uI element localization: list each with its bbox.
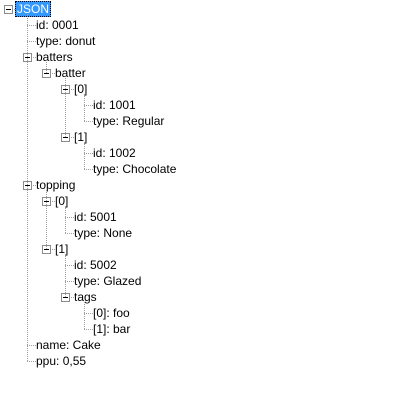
tree-node-1[interactable]: [1] (74, 130, 88, 144)
tree-node-id-5002[interactable]: id: 5002 (74, 258, 117, 272)
tree-connector-line (84, 169, 93, 170)
tree-connector-line (65, 233, 74, 234)
tree-connector-line (84, 142, 85, 169)
tree-node-type-donut[interactable]: type: donut (36, 34, 96, 48)
tree-connector-line (84, 121, 93, 122)
tree-connector-line (46, 190, 47, 249)
tree-connector-line (84, 105, 93, 106)
tree-connector-line (65, 254, 66, 297)
tree-connector-line (65, 78, 66, 137)
tree-node-topping[interactable]: topping (36, 178, 76, 192)
tree-connector-line (84, 94, 85, 121)
tree-node-id-1002[interactable]: id: 1002 (93, 146, 136, 160)
tree-connector-line (27, 345, 36, 346)
tree-node-tags[interactable]: tags (74, 290, 97, 304)
tree-connector-line (65, 265, 74, 266)
tree-node-1-bar[interactable]: [1]: bar (93, 322, 131, 336)
tree-node-id-0001[interactable]: id: 0001 (36, 18, 79, 32)
tree-connector-line (84, 313, 93, 314)
tree-node-0[interactable]: [0] (55, 194, 69, 208)
tree-connector-line (65, 206, 66, 233)
tree-node-type-regular[interactable]: type: Regular (93, 114, 165, 128)
tree-connector-line (65, 217, 74, 218)
tree-node-batters[interactable]: batters (36, 50, 73, 64)
tree-connector-line (27, 14, 28, 361)
tree-connector-line (65, 281, 74, 282)
tree-connector-line (27, 41, 36, 42)
tree-node-type-glazed[interactable]: type: Glazed (74, 274, 142, 288)
tree-node-name-cake[interactable]: name: Cake (36, 338, 101, 352)
tree-node-0-foo[interactable]: [0]: foo (93, 306, 130, 320)
tree-node-1[interactable]: [1] (55, 242, 69, 256)
tree-connector-line (84, 153, 93, 154)
tree-connector-line (27, 25, 36, 26)
tree-connector-line (27, 361, 36, 362)
tree-connector-line (46, 62, 47, 73)
tree-node-id-5001[interactable]: id: 5001 (74, 210, 117, 224)
tree-node-0[interactable]: [0] (74, 82, 88, 96)
tree-node-type-chocolate[interactable]: type: Chocolate (93, 162, 177, 176)
tree-node-id-1001[interactable]: id: 1001 (93, 98, 136, 112)
tree-node-type-none[interactable]: type: None (74, 226, 133, 240)
tree-connector-line (84, 302, 85, 329)
tree-node-json[interactable]: JSON (15, 1, 52, 17)
tree-node-ppu-0-55[interactable]: ppu: 0,55 (36, 354, 87, 368)
collapse-toggle-icon[interactable] (4, 5, 13, 14)
tree-connector-line (84, 329, 93, 330)
tree-node-batter[interactable]: batter (55, 66, 86, 80)
